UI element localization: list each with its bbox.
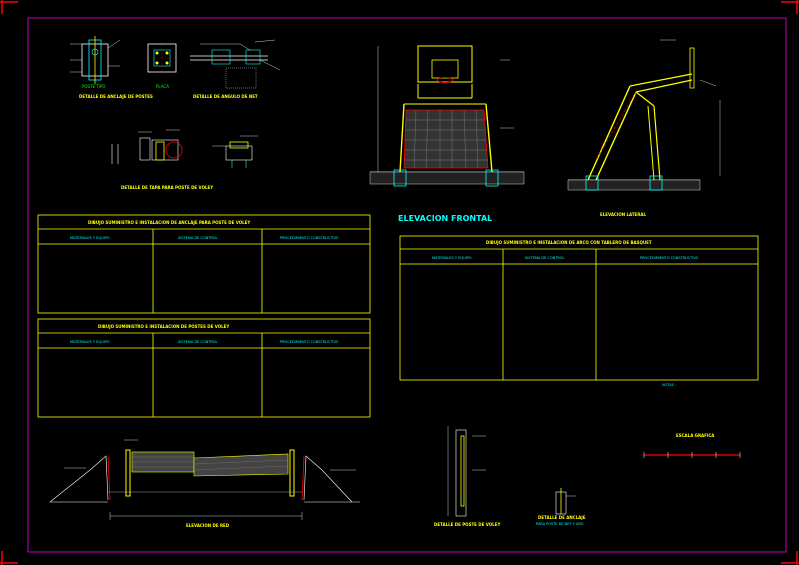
anclaje-postes-title: DETALLE DE ANCLAJE DE POSTES — [79, 94, 153, 99]
table3-col-procedimiento: PROCEDIMIENTO CONSTRUCTIVO — [640, 256, 699, 260]
detail-anclaje-postes: POSTE TIPO PLACA DETALLE DE ANCLAJE DE P… — [70, 36, 178, 99]
escala-grafica: ESCALA GRAFICA — [643, 433, 741, 458]
corner-mark-tr — [781, 0, 799, 14]
anclaje-label-right: PLACA — [156, 84, 169, 89]
corner-mark-tl — [0, 0, 18, 14]
elevacion-lateral: ELEVACION LATERAL — [567, 39, 721, 217]
detail-poste-voley: DETALLE DE POSTE DE VOLEY — [434, 426, 500, 527]
table2-title: DIBUJO SUMINISTRO E INSTALACION DE POSTE… — [98, 324, 229, 329]
poste-voley-title: DETALLE DE POSTE DE VOLEY — [434, 522, 500, 527]
table2-col-control: SISTEMA DE CONTROL — [178, 340, 218, 344]
elevacion-lateral-title: ELEVACION LATERAL — [600, 212, 646, 217]
table1-col-procedimiento: PROCEDIMIENTO CONSTRUCTIVO — [280, 236, 339, 240]
detail-anclaje-small: DETALLE DE ANCLAJE PARA POSTE DE NET Y A… — [536, 488, 586, 526]
table-arco-basquet: DIBUJO SUMINISTRO E INSTALACION DE ARCO … — [399, 235, 759, 381]
table1-col-materiales: MATERIALES Y EQUIPO — [70, 236, 110, 240]
elevacion-red-title: ELEVACION DE RED — [186, 523, 230, 528]
detail-tapa-poste: DETALLE DE TAPA PARA POSTE DE VOLEY — [111, 129, 258, 190]
table2-col-materiales: MATERIALES Y EQUIPO — [70, 340, 110, 344]
table-postes-voley: DIBUJO SUMINISTRO E INSTALACION DE POSTE… — [37, 318, 371, 418]
sheet-border — [27, 17, 787, 553]
table1-title: DIBUJO SUMINISTRO E INSTALACION DE ANCLA… — [88, 220, 250, 225]
table3-col-materiales: MATERIALES Y EQUIPO — [432, 256, 472, 260]
table3-col-control: SISTEMA DE CONTROL — [525, 256, 565, 260]
table2-col-procedimiento: PROCEDIMIENTO CONSTRUCTIVO — [280, 340, 339, 344]
corner-mark-bl — [0, 551, 18, 565]
elevacion-red: ELEVACION DE RED — [49, 439, 360, 528]
table3-title: DIBUJO SUMINISTRO E INSTALACION DE ARCO … — [486, 240, 652, 245]
anclaje-small-subtitle: PARA POSTE DE NET Y ARO — [536, 522, 584, 526]
elevacion-frontal-title: ELEVACION FRONTAL — [398, 214, 492, 223]
escala-title: ESCALA GRAFICA — [676, 433, 715, 438]
detail-angulo-net: DETALLE DE ANGULO DE NET — [190, 39, 281, 99]
anclaje-label-left: POSTE TIPO — [82, 84, 106, 89]
notas-label: NOTAS : — [662, 383, 676, 387]
angulo-net-title: DETALLE DE ANGULO DE NET — [193, 94, 258, 99]
table1-col-control: SISTEMA DE CONTROL — [178, 236, 218, 240]
corner-mark-br — [781, 551, 799, 565]
anclaje-small-title: DETALLE DE ANCLAJE — [538, 515, 586, 520]
table-anclaje-voley: DIBUJO SUMINISTRO E INSTALACION DE ANCLA… — [37, 214, 371, 314]
elevacion-frontal: ELEVACION FRONTAL — [369, 45, 525, 223]
tapa-poste-title: DETALLE DE TAPA PARA POSTE DE VOLEY — [121, 185, 213, 190]
